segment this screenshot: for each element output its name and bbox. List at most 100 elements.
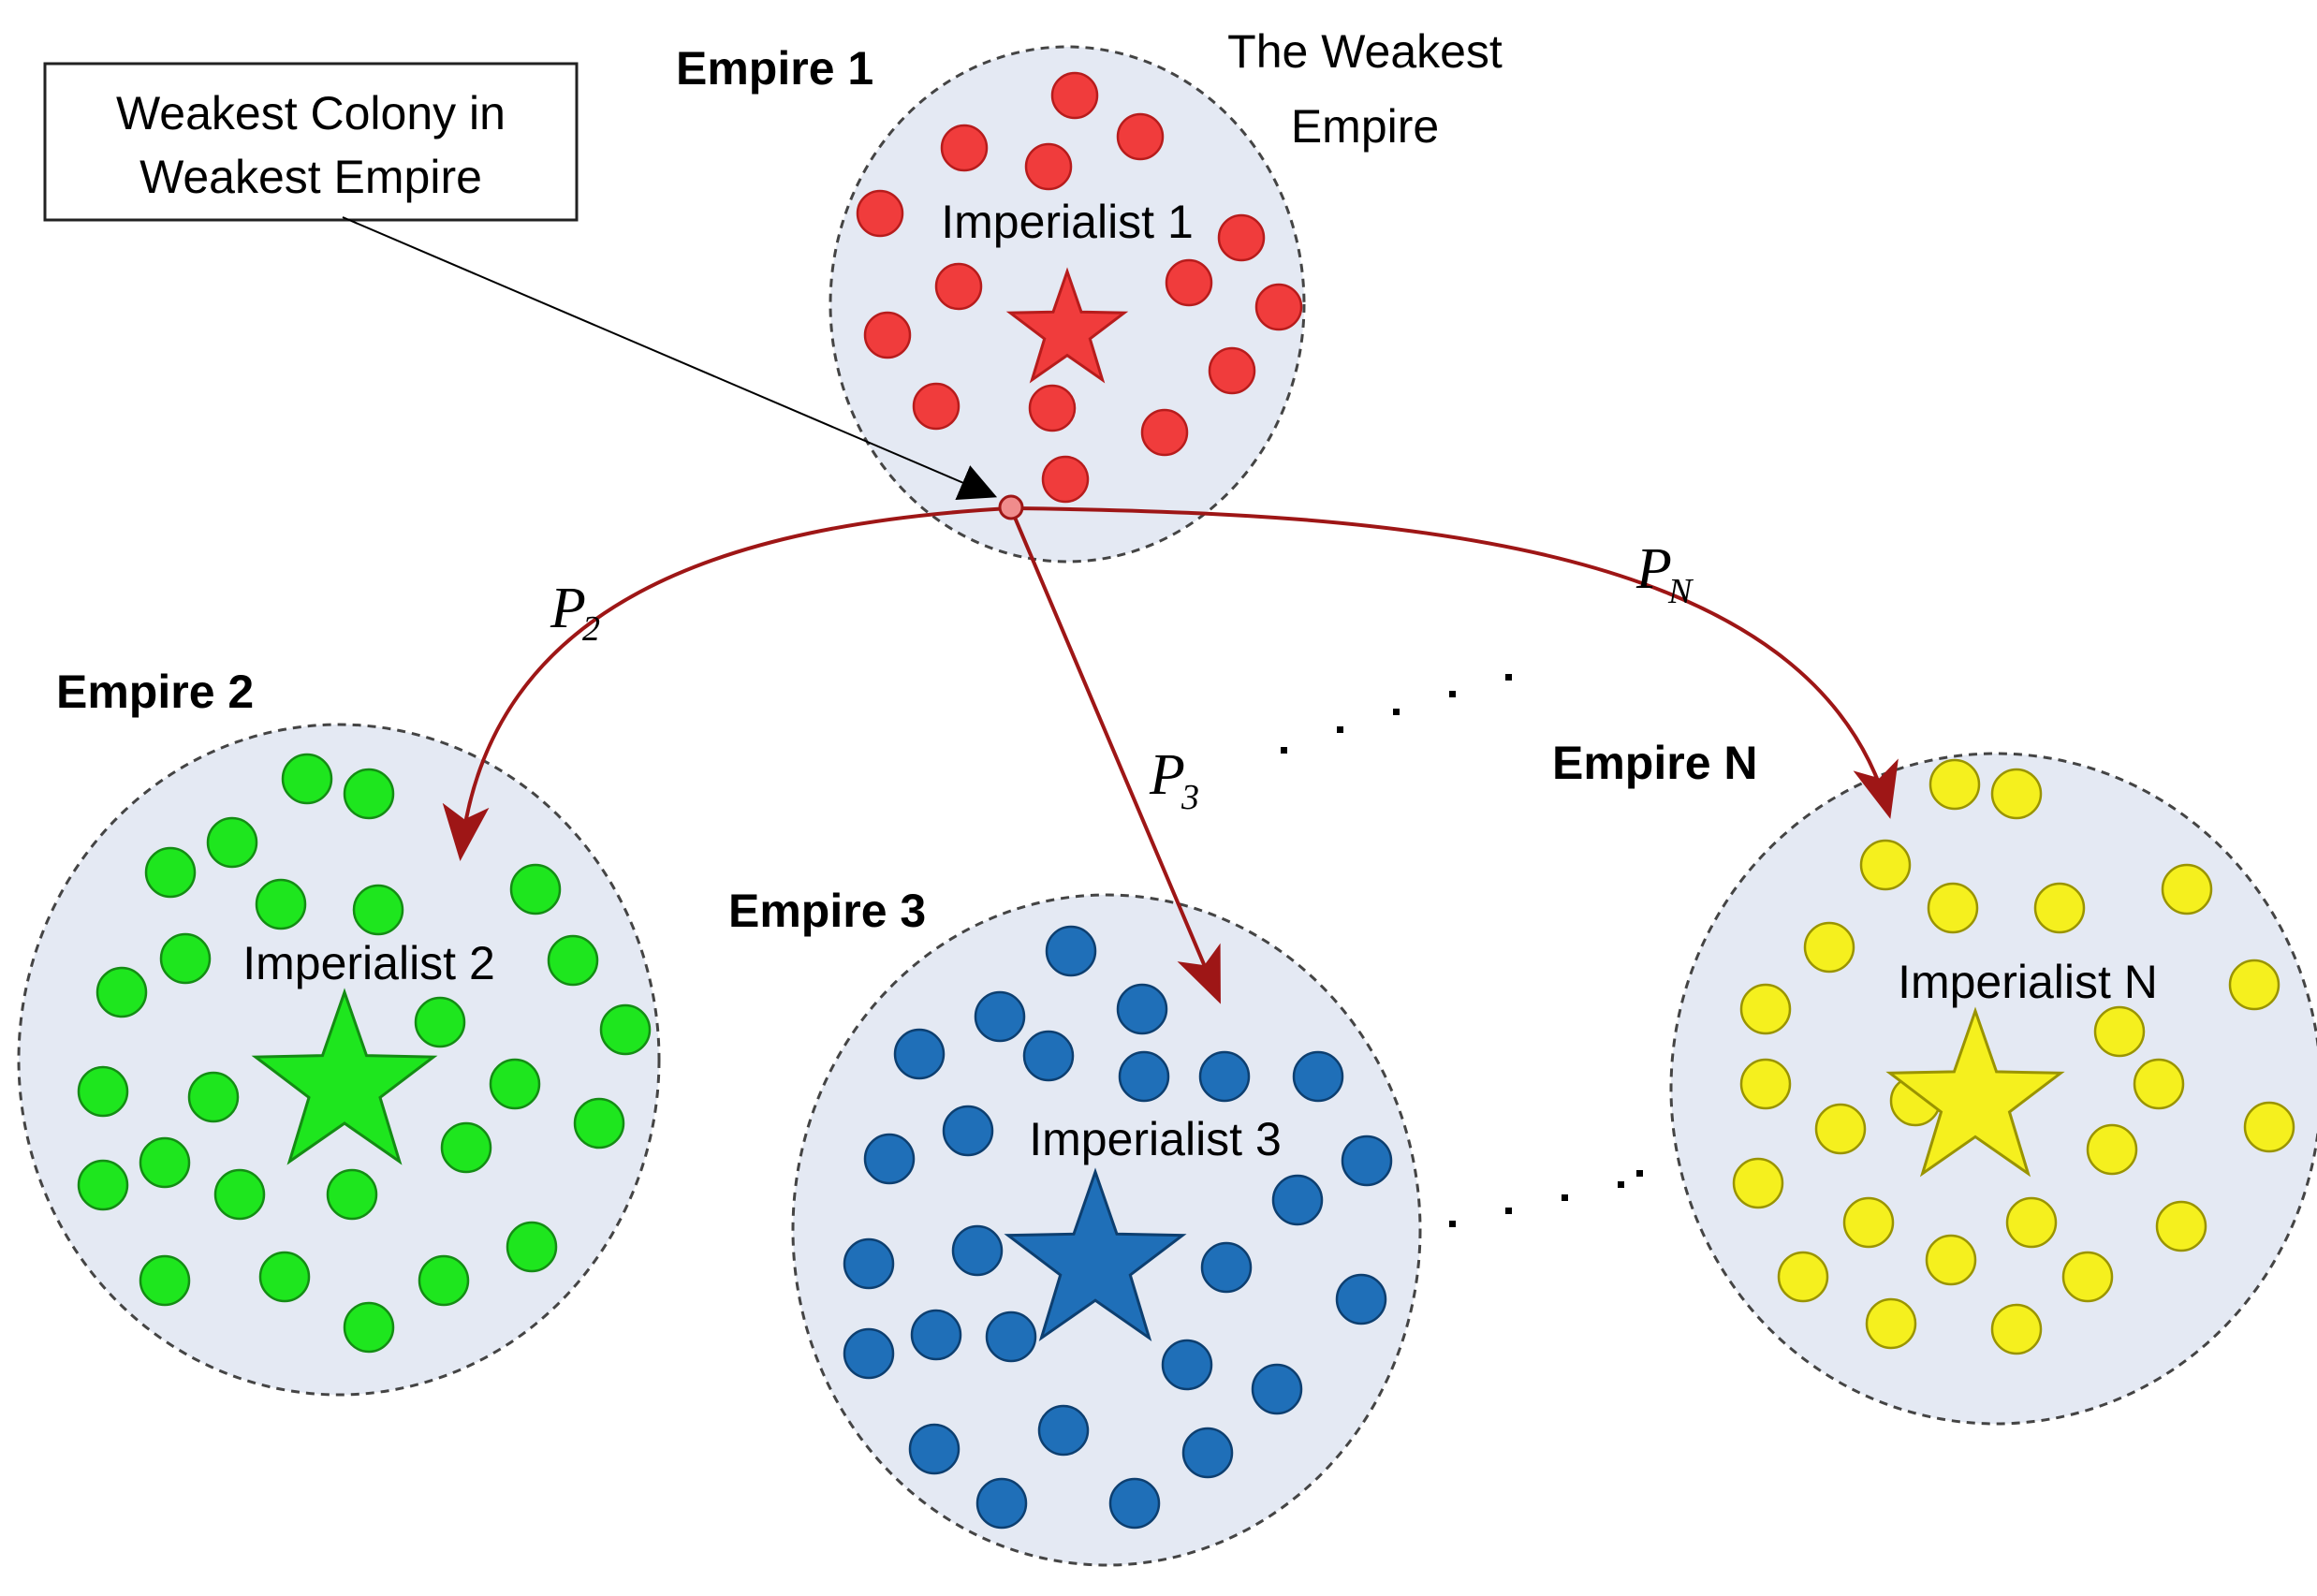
empire-2-title: Empire 2 — [56, 666, 254, 718]
colony-dot — [1990, 768, 2043, 820]
callout-box — [43, 62, 579, 222]
colony-dot — [343, 1301, 395, 1354]
colony-dot — [1335, 1273, 1387, 1325]
colony-dot — [2033, 882, 2086, 934]
colony-dot — [2243, 1101, 2295, 1153]
colony-dot — [1045, 925, 1097, 977]
empire-2-colonies — [77, 753, 652, 1354]
probability-subscript: N — [1667, 572, 1694, 611]
colony-dot — [2093, 1005, 2146, 1058]
colony-dot — [159, 932, 212, 985]
colony-dot — [934, 262, 983, 311]
colony-dot — [1037, 1404, 1090, 1457]
colony-dot — [2161, 863, 2213, 915]
empire-n-imperialist-label: Imperialist N — [1898, 956, 2158, 1008]
colony-dot — [1022, 1030, 1075, 1082]
colony-dot — [908, 1423, 961, 1475]
empire-2-imperialist-label: Imperialist 2 — [242, 937, 495, 989]
colony-dot — [213, 1168, 266, 1221]
colony-dot — [1865, 1297, 1917, 1350]
colony-dot — [1140, 408, 1189, 457]
colony-dot — [1925, 1234, 1977, 1286]
colony-dot — [912, 382, 961, 431]
colony-dot — [2086, 1123, 2138, 1176]
colony-dot — [352, 884, 404, 936]
probability-symbol: P — [550, 577, 586, 640]
weakest-colony-callout: Weakest Colony in Weakest Empire — [43, 62, 998, 500]
colony-dot — [187, 1071, 240, 1123]
colony-dot — [77, 1159, 129, 1211]
probability-label-pn: P N — [1635, 537, 1694, 611]
probability-label-p3: P 3 — [1149, 743, 1199, 817]
colony-dot — [2155, 1200, 2207, 1252]
colony-dot — [1739, 983, 1792, 1035]
weakest-empire-note-line-2: Empire — [1291, 100, 1439, 153]
colony-dot — [139, 1136, 191, 1189]
colony-dot — [951, 1224, 1004, 1277]
empire-1-title: Empire 1 — [676, 42, 873, 95]
empire-1-imperialist-label: Imperialist 1 — [941, 196, 1194, 248]
weakest-colony-dot — [998, 494, 1024, 520]
colony-dot — [940, 124, 989, 172]
colony-dot — [255, 878, 307, 930]
colony-dot — [489, 1058, 541, 1110]
empire-n-title: Empire N — [1552, 737, 1758, 789]
colony-dot — [910, 1309, 962, 1361]
colony-dot — [975, 1477, 1028, 1530]
colony-dot — [2228, 959, 2280, 1011]
colony-dot — [258, 1251, 311, 1303]
colony-dot — [856, 189, 904, 238]
colony-dot — [843, 1237, 895, 1290]
colony-dot — [281, 753, 333, 805]
ellipsis-dots-upper — [1281, 674, 1512, 754]
colony-dot — [547, 934, 599, 987]
colony-dot — [942, 1105, 994, 1157]
colony-dot — [1732, 1157, 1784, 1209]
colony-dot — [1050, 71, 1099, 120]
empire-1-imperialist-star-icon — [1005, 267, 1129, 384]
colony-dot — [1739, 1058, 1792, 1110]
colony-dot — [599, 1003, 652, 1056]
colony-dot — [1990, 1303, 2043, 1355]
colony-dot — [1271, 1174, 1324, 1226]
colony-dot — [1292, 1050, 1344, 1103]
colony-dot — [1200, 1241, 1253, 1294]
colony-dot — [1108, 1477, 1161, 1530]
empire-2-imperialist-star-icon — [251, 988, 438, 1165]
colony-dot — [863, 1133, 916, 1185]
colony-dot — [985, 1310, 1037, 1363]
transfer-arrow-to-empire-2 — [442, 506, 1010, 861]
colony-dot — [1928, 758, 1981, 811]
probability-subscript: 3 — [1180, 778, 1199, 817]
colony-dot — [974, 990, 1026, 1043]
colony-dot — [1041, 455, 1090, 504]
colony-dot — [1927, 882, 1979, 934]
transfer-arrow-to-empire-3 — [1011, 512, 1221, 1004]
colony-dot — [1251, 1363, 1303, 1415]
colony-dot — [1254, 283, 1303, 331]
colony-dot — [843, 1327, 895, 1380]
colony-dot — [1198, 1050, 1251, 1103]
colony-dot — [139, 1254, 191, 1307]
probability-symbol: P — [1149, 743, 1185, 807]
colony-dot — [1028, 384, 1077, 432]
callout-pointer-arrow — [342, 216, 998, 500]
colony-dot — [863, 311, 912, 359]
empire-1-colonies — [856, 71, 1303, 504]
colony-dot — [1208, 346, 1256, 395]
colony-dot — [1181, 1427, 1234, 1479]
colony-dot — [1116, 983, 1168, 1035]
callout-line-2: Weakest Empire — [139, 151, 482, 203]
colony-dot — [1814, 1103, 1867, 1155]
colony-dot — [1165, 258, 1213, 307]
empire-3: Imperialist 3 Empire 3 — [728, 885, 1422, 1567]
colony-dot — [343, 768, 395, 820]
colony-dot — [2133, 1058, 2185, 1110]
colony-dot — [440, 1121, 492, 1174]
empire-3-colonies — [843, 925, 1393, 1530]
colony-dot — [573, 1097, 625, 1149]
probability-symbol: P — [1635, 537, 1672, 601]
colony-dot — [144, 846, 197, 899]
colony-dot — [1842, 1196, 1895, 1249]
colony-dot — [1803, 921, 1855, 974]
